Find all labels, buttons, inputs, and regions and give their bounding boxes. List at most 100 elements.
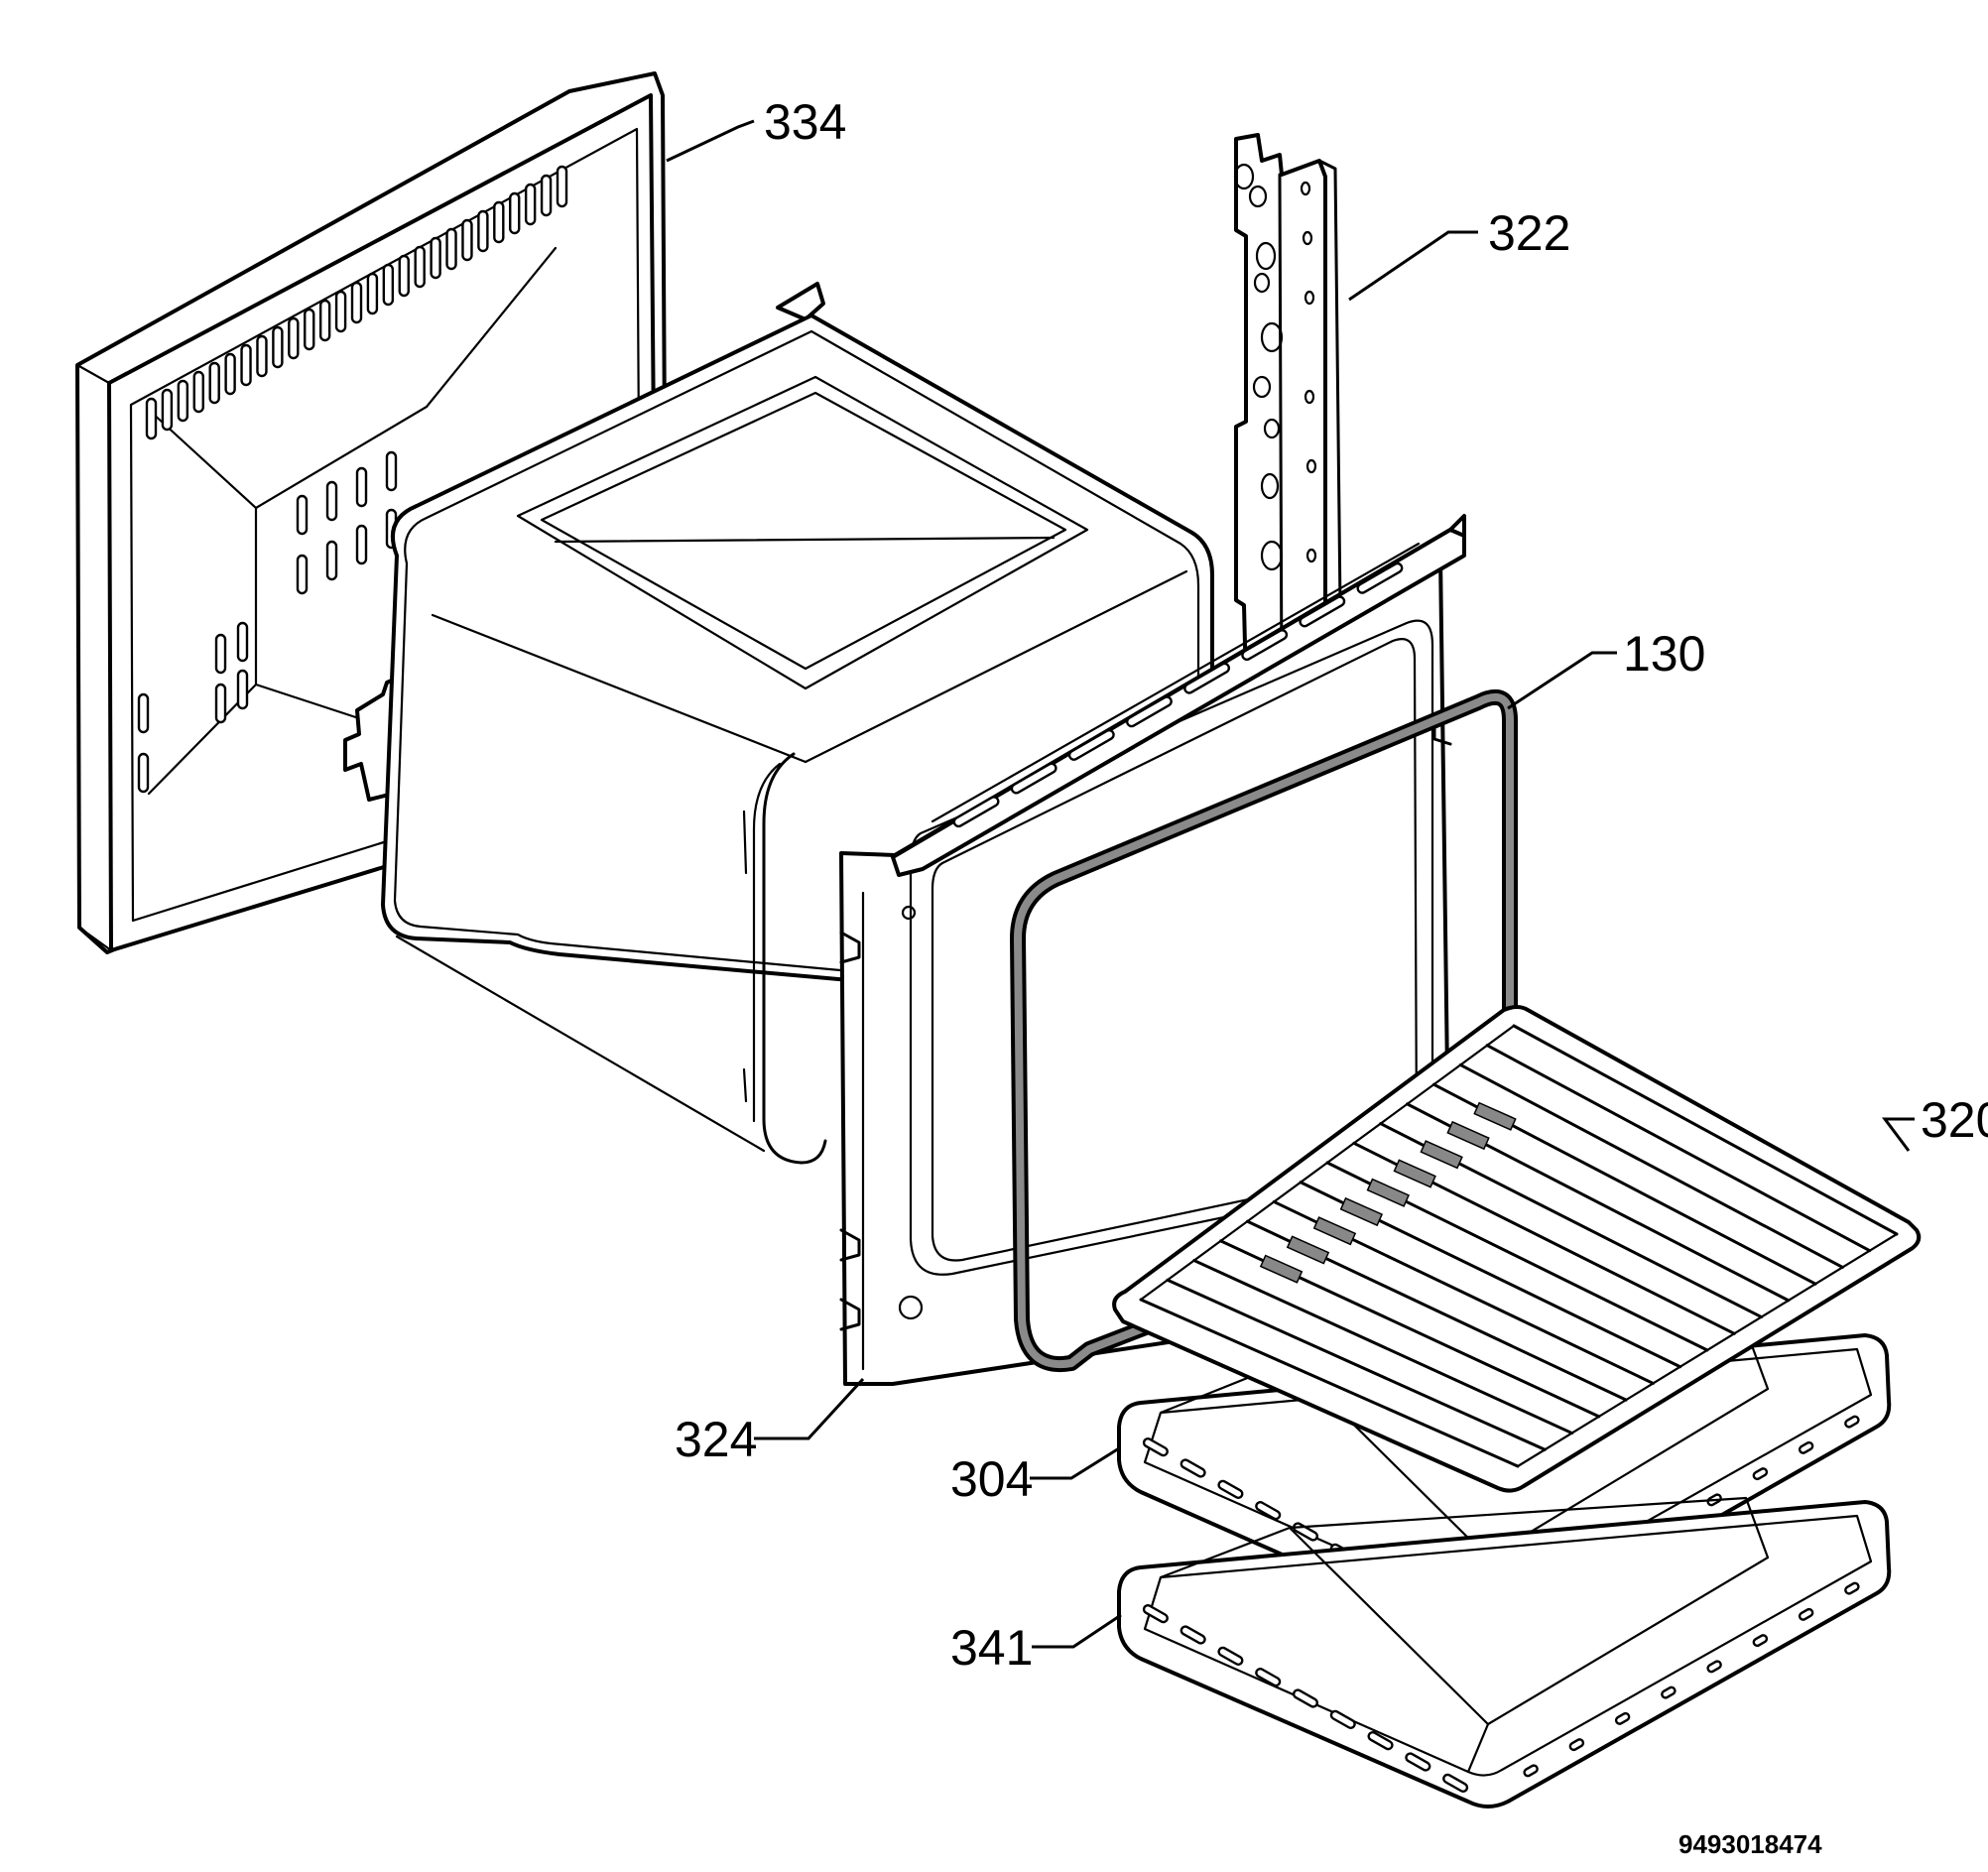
vent-slots xyxy=(137,165,568,794)
vent-slot xyxy=(355,524,368,565)
vent-slot xyxy=(288,316,300,360)
rim-slot xyxy=(1844,1415,1860,1429)
shelf-stop xyxy=(1446,1120,1490,1151)
vent-slot xyxy=(318,299,331,342)
rim-slot xyxy=(1568,1738,1585,1752)
vent-slot xyxy=(177,379,189,423)
vent-slot xyxy=(556,165,568,208)
vent-slot xyxy=(540,174,553,217)
callout-320: 320 xyxy=(1921,1092,1988,1148)
vent-slot xyxy=(236,621,249,663)
rim-slot xyxy=(1523,1764,1539,1778)
shelf-wire xyxy=(1139,1298,1520,1468)
shelf-stop xyxy=(1366,1178,1410,1207)
vent-slot xyxy=(493,200,505,244)
vent-slot xyxy=(385,450,398,492)
vent-slot xyxy=(325,540,338,581)
rim-slot xyxy=(1614,1711,1631,1725)
leader-lines xyxy=(666,119,1915,1649)
rail-slot xyxy=(1183,662,1231,694)
vent-slot xyxy=(350,281,363,324)
rim-slot xyxy=(1844,1581,1860,1595)
side-rail-part xyxy=(1233,133,1343,708)
deep-pan-part xyxy=(1117,1496,1892,1809)
vent-slot xyxy=(161,388,174,432)
rim-slot xyxy=(1798,1440,1814,1454)
document-number: 9493018474 xyxy=(1678,1829,1822,1859)
rim-slot xyxy=(1180,1625,1206,1645)
rim-slot xyxy=(1142,1437,1169,1457)
rim-slot xyxy=(1255,1668,1282,1687)
callout-324: 324 xyxy=(675,1412,757,1467)
vent-slot xyxy=(137,752,150,794)
rim-slot xyxy=(1752,1467,1769,1481)
vent-slot xyxy=(524,183,537,226)
rail-slot xyxy=(1125,695,1173,728)
shelf-stop xyxy=(1339,1196,1384,1227)
callout-334: 334 xyxy=(764,94,846,150)
shelf-wire xyxy=(1192,1259,1574,1435)
vent-slot xyxy=(477,209,489,253)
callout-341: 341 xyxy=(950,1620,1033,1676)
shelf-wires xyxy=(1139,1024,1899,1468)
vent-slot xyxy=(414,245,426,289)
vent-slot xyxy=(461,218,473,262)
vent-slot xyxy=(137,692,150,734)
vent-slot xyxy=(509,191,521,235)
vent-slot xyxy=(398,254,410,298)
rim-slot xyxy=(1255,1501,1282,1521)
shelf-wire xyxy=(1458,1062,1844,1269)
vent-slot xyxy=(382,263,395,307)
vent-slot xyxy=(272,325,284,369)
vent-slot xyxy=(208,361,220,405)
shelf-stop xyxy=(1259,1254,1304,1284)
vent-slot xyxy=(224,352,236,396)
rim-slot xyxy=(1367,1731,1394,1751)
shelf-wire xyxy=(1485,1044,1872,1253)
vent-slot xyxy=(334,290,347,333)
shelf-wire xyxy=(1166,1278,1547,1451)
rim-slot xyxy=(1292,1688,1319,1708)
shelf-stop xyxy=(1473,1101,1517,1131)
shelf-wire xyxy=(1512,1024,1899,1236)
vent-slot xyxy=(145,397,158,440)
callout-130: 130 xyxy=(1623,626,1705,682)
shelf-stop xyxy=(1286,1235,1330,1265)
vent-slot xyxy=(236,669,249,710)
rail-slot xyxy=(1067,728,1115,761)
rail-slot xyxy=(1241,629,1289,662)
shelf-stop xyxy=(1312,1216,1357,1246)
vent-slot xyxy=(296,554,309,595)
callout-304: 304 xyxy=(950,1451,1033,1507)
vent-slot xyxy=(366,272,379,315)
rim-slot xyxy=(1142,1604,1169,1624)
rail-slot xyxy=(1356,562,1404,594)
rim-slot xyxy=(1329,1709,1356,1729)
rail-slot xyxy=(1299,595,1346,628)
vent-slot xyxy=(214,683,227,724)
vent-slot xyxy=(296,494,309,536)
vent-slots xyxy=(952,562,1404,828)
vent-slot xyxy=(355,466,368,508)
rim-slot xyxy=(1442,1773,1469,1793)
shelf-stop xyxy=(1420,1140,1463,1170)
rim-slot xyxy=(1217,1479,1244,1499)
vent-slot xyxy=(214,633,227,675)
oven-shelf-part xyxy=(1112,1005,1922,1493)
rim-slot xyxy=(1706,1660,1722,1674)
rim-slots xyxy=(1142,1581,1860,1793)
rim-slot xyxy=(1217,1646,1244,1666)
rim-slot xyxy=(1661,1685,1677,1699)
rim-slot xyxy=(1180,1458,1206,1478)
vent-slot xyxy=(430,236,441,280)
rail-slot xyxy=(952,796,1000,828)
shelf-stop xyxy=(1393,1159,1436,1188)
vent-slot xyxy=(256,334,268,378)
vent-slot xyxy=(192,370,204,414)
rail-slot xyxy=(1010,762,1057,795)
vent-slot xyxy=(445,227,457,271)
vent-slot xyxy=(325,480,338,522)
rim-slot xyxy=(1798,1607,1814,1621)
callout-322: 322 xyxy=(1488,205,1570,261)
